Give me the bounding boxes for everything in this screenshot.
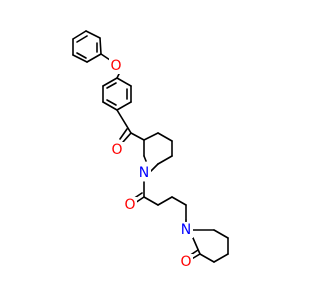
bond (85, 30, 101, 39)
ketone-oxygen-label: O (111, 142, 122, 158)
bond (157, 155, 173, 165)
lactam-oxygen-label: O (180, 254, 191, 270)
bond (213, 253, 229, 263)
bond (76, 35, 88, 43)
bond (106, 82, 117, 89)
bond (143, 132, 159, 141)
bond (86, 53, 102, 63)
piperidine-nitrogen-label: N (139, 165, 149, 181)
lactam-nitrogen-label: N (181, 222, 191, 238)
bond (130, 132, 145, 141)
bond (116, 77, 132, 87)
bond (116, 109, 132, 134)
bond (143, 196, 159, 206)
bond (150, 163, 159, 172)
ether-oxygen-label: O (110, 58, 121, 74)
bond (76, 52, 87, 59)
atom-labels: O O N O N O (109, 58, 193, 270)
bond (100, 53, 111, 61)
bond (102, 101, 118, 111)
bond (157, 132, 173, 142)
molecule-drawing: O O N O N O (72, 30, 229, 270)
bond (102, 77, 118, 87)
bond (171, 196, 187, 206)
bond (116, 101, 132, 111)
bond (199, 253, 215, 263)
bond (72, 54, 88, 63)
bond (192, 237, 201, 255)
bond (106, 99, 117, 106)
bond (72, 30, 87, 40)
structure-canvas: O O N O N O (72, 30, 229, 270)
bond (99, 37, 102, 55)
bond (143, 155, 147, 162)
bond (119, 128, 128, 140)
amide-oxygen-label: O (124, 197, 135, 213)
bonds (72, 30, 229, 263)
bond (122, 132, 132, 143)
bond (157, 196, 173, 206)
bond (213, 229, 229, 239)
